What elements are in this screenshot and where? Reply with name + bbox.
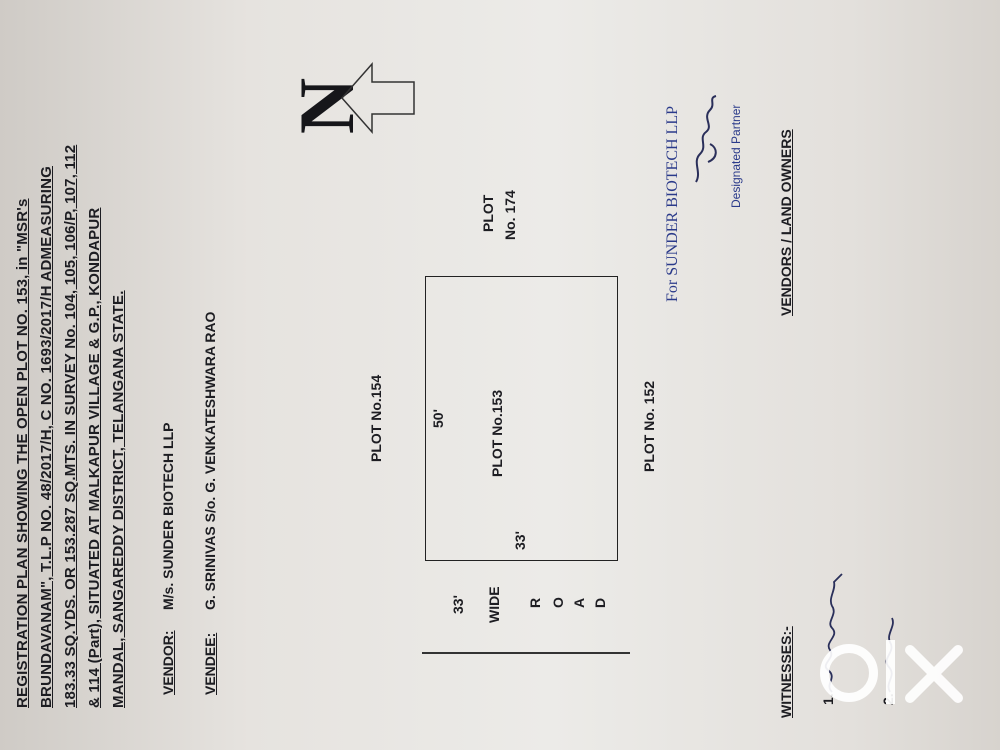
dimension-top: 50'	[430, 409, 446, 428]
stamp-designation: Designated Partner	[729, 104, 743, 208]
vendors-owners-label: VENDORS / LAND OWNERS	[778, 129, 794, 316]
dimension-left: 33'	[512, 531, 528, 550]
north-arrow-icon	[340, 62, 415, 134]
road-letter-d: D	[592, 597, 608, 608]
title-line-4: & 114 (Part), SITUATED AT MALKAPUR VILLA…	[86, 207, 103, 708]
title-line-1: REGISTRATION PLAN SHOWING THE OPEN PLOT …	[14, 198, 31, 708]
vendor-label: VENDOR:	[160, 630, 176, 695]
vendee-value: G. SRINIVAS S/o. G. VENKATESHWARA RAO	[202, 311, 218, 610]
plot-east-label-2: No. 174	[502, 190, 518, 240]
road-wide: WIDE	[486, 586, 502, 623]
stamp-company: For SUNDER BIOTECH LLP	[664, 105, 681, 302]
vendor-value: M/s. SUNDER BIOTECH LLP	[160, 422, 176, 610]
plot-east-label-1: PLOT	[480, 194, 496, 232]
road-letter-o: O	[550, 597, 566, 608]
title-line-5: MANDAL, SANGAREDDY DISTRICT, TELANGANA S…	[110, 290, 127, 708]
partner-signature	[695, 95, 717, 183]
road-boundary-line	[422, 652, 630, 654]
road-letter-r: R	[527, 597, 543, 608]
plot-north-label: PLOT No.154	[368, 374, 384, 462]
plot-center-label: PLOT No.153	[489, 389, 505, 477]
vendee-label: VENDEE:	[202, 632, 218, 695]
road-width: 33'	[450, 595, 466, 614]
olx-logo-icon	[820, 630, 970, 730]
road-letter-a: A	[571, 597, 587, 608]
witnesses-label: WITNESSES:-	[778, 626, 794, 718]
plot-153-boundary	[425, 276, 618, 561]
title-line-3: 183.33 SQ.YDS. OR 153.287 SQ.MTS. IN SUR…	[62, 144, 79, 708]
title-line-2: BRUNDAVANAM", T.L.P NO. 48/2017/H, C NO.…	[38, 166, 55, 708]
plot-south-label: PLOT No. 152	[641, 380, 657, 472]
